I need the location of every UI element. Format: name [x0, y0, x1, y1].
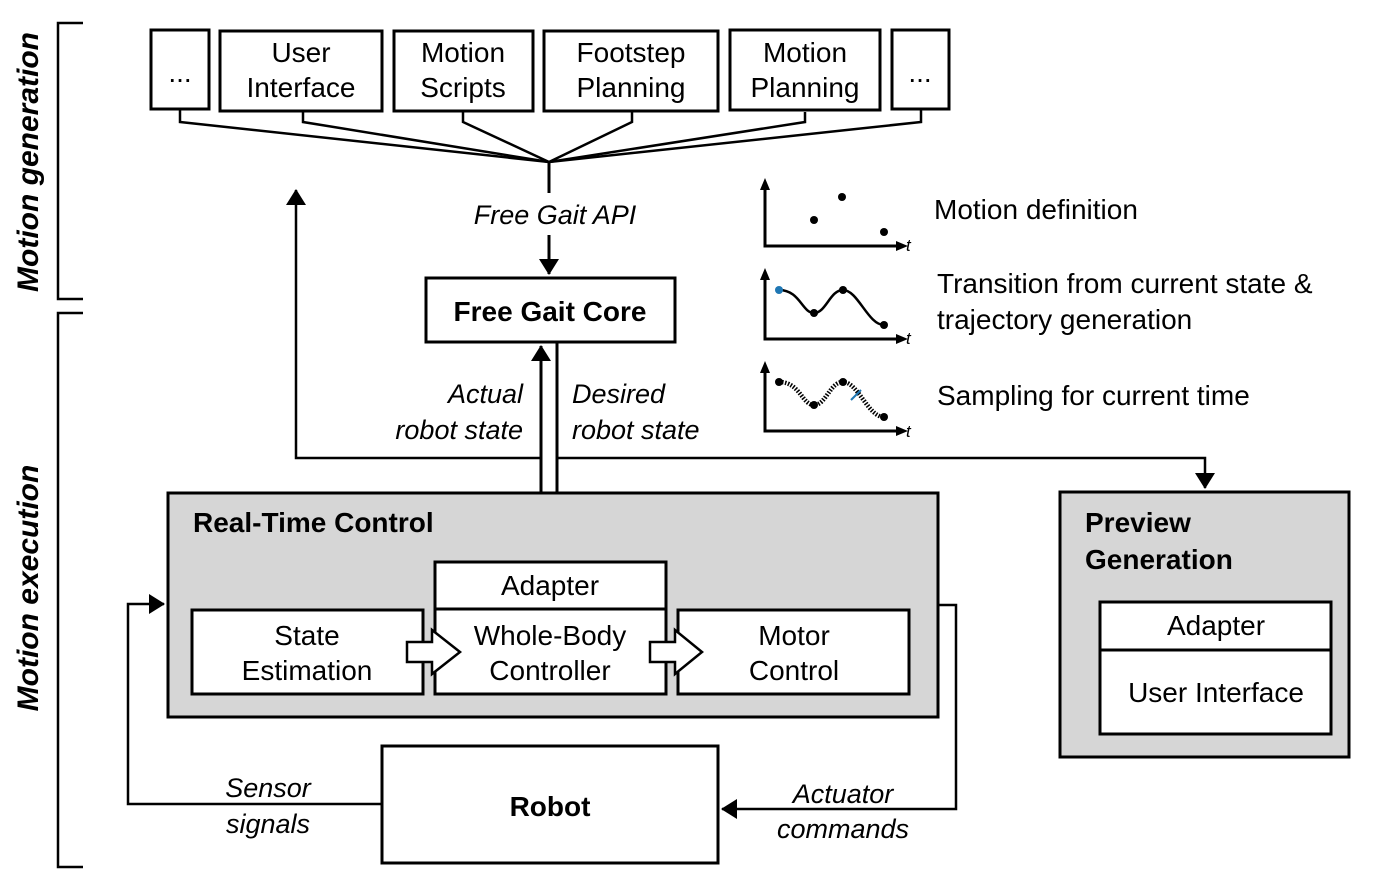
- preview-user-interface-box: User Interface: [1098, 648, 1333, 736]
- legend-step-2-line-1: Transition from current state &: [937, 268, 1313, 299]
- svg-text:Planning: Planning: [751, 72, 860, 103]
- generator-more-left: ...: [149, 28, 211, 111]
- sensor-label-1: Sensor: [225, 773, 312, 803]
- svg-text:Free Gait Core: Free Gait Core: [454, 296, 647, 327]
- svg-text:Interface: Interface: [247, 72, 356, 103]
- svg-text:State: State: [274, 620, 339, 651]
- legend-step-3: Sampling for current time: [937, 380, 1250, 411]
- motor-control-box: Motor Control: [676, 608, 911, 696]
- actual-state-label-2: robot state: [395, 415, 523, 445]
- free-gait-core-box: Free Gait Core: [424, 276, 677, 344]
- current-time-sample-marker: [850, 389, 862, 401]
- legend-step-2-line-2: trajectory generation: [937, 304, 1192, 335]
- svg-text:t: t: [906, 329, 912, 348]
- whole-body-controller-box: Whole-Body Controller: [433, 607, 668, 696]
- svg-text:Controller: Controller: [489, 655, 610, 686]
- actual-state-label-1: Actual: [446, 379, 524, 409]
- motion-execution-label: Motion execution: [12, 465, 45, 712]
- keyframe-point: [775, 378, 783, 386]
- generator-connectors: [178, 110, 923, 193]
- state-to-preview-arrow: [557, 456, 1215, 489]
- block-arrow-controller-to-motor: [648, 627, 704, 677]
- svg-text:Motion: Motion: [421, 37, 505, 68]
- svg-text:Motor: Motor: [758, 620, 830, 651]
- generator-motion-scripts: Motion Scripts: [392, 29, 535, 113]
- generator-more-right: ...: [890, 28, 951, 111]
- svg-text:Scripts: Scripts: [420, 72, 506, 103]
- svg-text:Real-Time Control: Real-Time Control: [193, 507, 434, 538]
- svg-text:Footstep: Footstep: [577, 37, 686, 68]
- generator-motion-planning: Motion Planning: [728, 28, 882, 112]
- actuator-label-2: commands: [777, 814, 909, 844]
- keyframe-point: [810, 309, 818, 317]
- keyframe-point: [880, 321, 888, 329]
- svg-text:...: ...: [168, 57, 191, 88]
- legend-step-1: Motion definition: [934, 194, 1138, 225]
- svg-text:Adapter: Adapter: [1167, 610, 1265, 641]
- motion-generation-label: Motion generation: [12, 32, 45, 292]
- state-to-generation-arrow: [286, 189, 541, 460]
- sensor-label-2: signals: [226, 809, 310, 839]
- svg-text:User: User: [271, 37, 330, 68]
- svg-text:Whole-Body: Whole-Body: [474, 620, 627, 651]
- desired-state-label-2: robot state: [572, 415, 700, 445]
- svg-text:Adapter: Adapter: [501, 570, 599, 601]
- desired-state-label-1: Desired: [572, 379, 666, 409]
- motion-generation-bracket: [56, 21, 83, 301]
- legend-plot-sampling: t: [760, 361, 912, 441]
- keyframe-point: [839, 378, 847, 386]
- generator-user-interface: User Interface: [218, 29, 384, 113]
- keyframe-point: [880, 413, 888, 421]
- preview-adapter-box: Adapter: [1098, 600, 1333, 652]
- robot-box: Robot: [380, 744, 720, 865]
- svg-text:t: t: [906, 236, 912, 255]
- block-arrow-estimation-to-controller: [405, 627, 463, 677]
- svg-text:Robot: Robot: [510, 791, 591, 822]
- svg-text:t: t: [906, 422, 912, 441]
- legend-plot-trajectory-generation: t: [760, 268, 912, 348]
- svg-text:Preview: Preview: [1085, 507, 1191, 538]
- svg-text:User Interface: User Interface: [1128, 677, 1304, 708]
- svg-text:Control: Control: [749, 655, 839, 686]
- generator-footstep-planning: Footstep Planning: [542, 29, 720, 113]
- keyframe-point: [839, 286, 847, 294]
- sensor-signals-arrow: [126, 594, 382, 806]
- motion-execution-bracket: [56, 311, 83, 869]
- legend-plot-motion-definition: t: [760, 178, 912, 255]
- state-estimation-box: State Estimation: [190, 608, 425, 696]
- svg-text:Estimation: Estimation: [242, 655, 373, 686]
- keyframe-point: [880, 228, 888, 236]
- current-state-point: [775, 286, 783, 294]
- actuator-commands-arrow: [721, 603, 958, 819]
- actuator-label-1: Actuator: [791, 779, 895, 809]
- keyframe-point: [810, 216, 818, 224]
- svg-text:Planning: Planning: [577, 72, 686, 103]
- free-gait-api-label: Free Gait API: [474, 200, 637, 230]
- svg-text:Motion: Motion: [763, 37, 847, 68]
- svg-text:...: ...: [908, 57, 931, 88]
- svg-text:Generation: Generation: [1085, 544, 1233, 575]
- keyframe-point: [810, 401, 818, 409]
- keyframe-point: [838, 193, 846, 201]
- adapter-box: Adapter: [433, 560, 668, 611]
